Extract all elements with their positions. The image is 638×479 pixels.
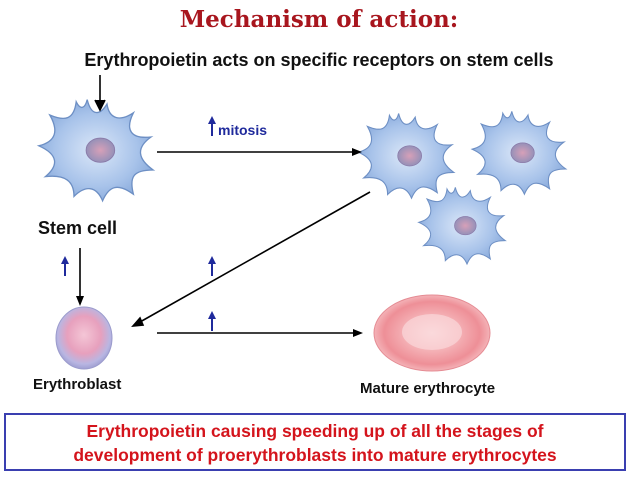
daughter-stem-cell-1 (357, 112, 455, 199)
stem-cell-label: Stem cell (38, 218, 118, 238)
daughter-stem-cell-2 (471, 110, 567, 195)
slide-subtitle: Erythropoietin acts on specific receptor… (84, 50, 554, 70)
mature-erythrocyte-label: Mature erythrocyte (360, 380, 496, 397)
erythroblast-image (55, 306, 113, 370)
daughter-stem-cell-3 (418, 186, 506, 265)
caption-box: Erythropoietin causing speeding up of al… (4, 413, 626, 471)
erythroblast-label: Erythroblast (33, 376, 122, 393)
stem-cell-image (38, 98, 154, 202)
mitosis-label: mitosis (218, 122, 268, 138)
caption-line-1: Erythropoietin causing speeding up of al… (86, 421, 544, 441)
mature-erythrocyte-image (373, 294, 491, 372)
caption-line-2: development of proerythroblasts into mat… (73, 445, 557, 465)
slide-title: Mechanism of action: (179, 6, 459, 33)
process-arrows (76, 75, 371, 337)
increase-arrows (61, 116, 216, 331)
